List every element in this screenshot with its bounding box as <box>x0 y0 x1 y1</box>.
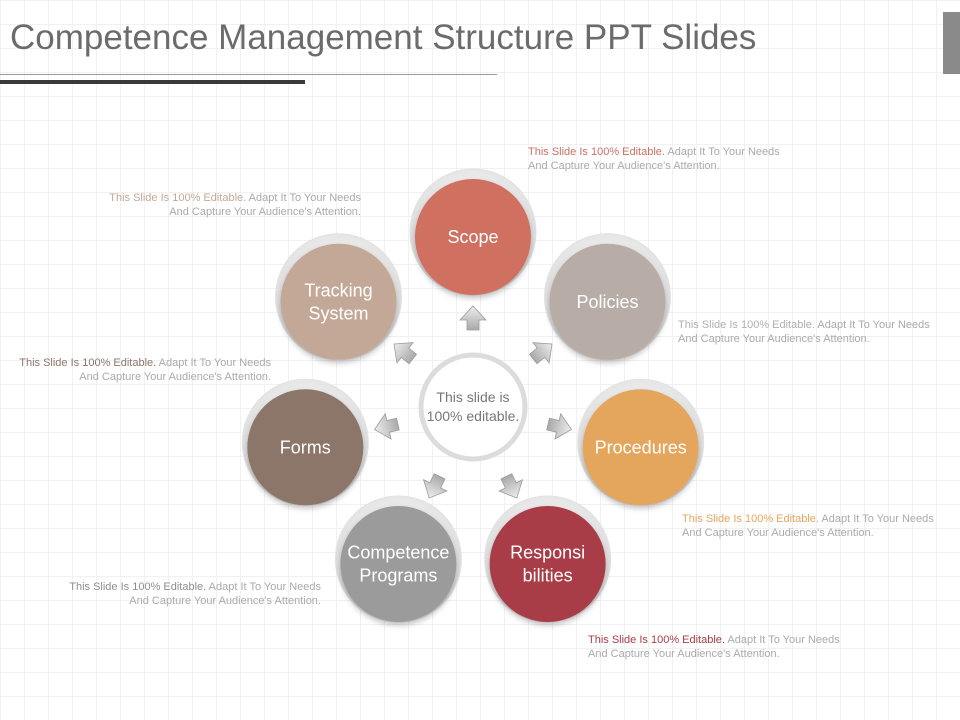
annotation-scope: This Slide Is 100% Editable. Adapt It To… <box>528 145 788 173</box>
node-circle-scope <box>415 179 531 295</box>
node-procedures: Procedures <box>577 378 705 506</box>
node-forms: Forms <box>241 378 369 506</box>
annotation-procedures: This Slide Is 100% Editable. Adapt It To… <box>682 512 944 540</box>
node-circle-procedures <box>582 389 699 506</box>
node-circle-tracking-system <box>280 243 397 360</box>
annotation-policies: This Slide Is 100% Editable. Adapt It To… <box>678 318 940 346</box>
title-underline-thick <box>0 80 305 84</box>
annotation-procedures-rest: Adapt It To Your Needs And Capture Your … <box>682 513 934 539</box>
arrow-scope <box>459 305 487 331</box>
corner-accent-bar <box>943 12 960 74</box>
node-responsibilities: Responsi bilities <box>484 495 612 623</box>
node-label-scope: Scope <box>447 227 498 247</box>
node-label-responsibilities: Responsi <box>510 542 585 562</box>
annotation-procedures-lead: This Slide Is 100% Editable. <box>682 513 819 525</box>
node-circle-competence-programs <box>340 505 457 622</box>
annotation-forms-rest: Adapt It To Your Needs And Capture Your … <box>79 357 271 383</box>
annotation-responsibilities-lead: This Slide Is 100% Editable. <box>588 634 725 646</box>
node-label-competence-programs: Competence <box>347 542 449 562</box>
annotation-policies-lead: This Slide Is 100% Editable. <box>678 319 815 331</box>
title-underline-thin <box>0 74 497 75</box>
node-label-tracking-system: System <box>309 303 369 323</box>
center-label-line: 100% editable. <box>427 408 520 424</box>
node-label-tracking-system: Tracking <box>304 280 372 300</box>
annotation-tracking-system: This Slide Is 100% Editable. Adapt It To… <box>96 191 361 219</box>
annotation-scope-lead: This Slide Is 100% Editable. <box>528 146 665 158</box>
arrow-procedures <box>546 412 573 440</box>
center-circle <box>418 352 528 462</box>
annotation-forms: This Slide Is 100% Editable. Adapt It To… <box>6 356 271 384</box>
annotation-forms-lead: This Slide Is 100% Editable. <box>19 357 157 369</box>
annotation-policies-rest: Adapt It To Your Needs And Capture Your … <box>678 319 930 345</box>
arrow-policies <box>528 342 553 365</box>
center-label-line: This slide is <box>436 389 509 405</box>
annotation-tracking-system-lead: This Slide Is 100% Editable. <box>109 192 247 204</box>
annotation-responsibilities: This Slide Is 100% Editable. Adapt It To… <box>588 633 850 661</box>
annotation-scope-rest: Adapt It To Your Needs And Capture Your … <box>528 146 780 172</box>
annotation-competence-programs: This Slide Is 100% Editable. Adapt It To… <box>56 580 321 608</box>
arrow-competence-programs <box>422 473 448 499</box>
node-label-competence-programs: Programs <box>359 565 437 585</box>
annotation-tracking-system-rest: Adapt It To Your Needs And Capture Your … <box>169 192 361 218</box>
annotation-responsibilities-rest: Adapt It To Your Needs And Capture Your … <box>588 634 840 660</box>
arrow-responsibilities <box>498 473 524 499</box>
node-circle-forms <box>247 389 364 506</box>
arrow-forms <box>373 412 400 440</box>
node-label-forms: Forms <box>280 437 331 457</box>
node-scope: Scope <box>409 168 537 296</box>
node-label-procedures: Procedures <box>595 437 687 457</box>
annotation-competence-programs-rest: Adapt It To Your Needs And Capture Your … <box>129 581 321 607</box>
node-label-policies: Policies <box>576 292 638 312</box>
page-title: Competence Management Structure PPT Slid… <box>10 18 757 57</box>
node-circle-responsibilities <box>489 505 606 622</box>
node-label-responsibilities: bilities <box>523 565 573 585</box>
arrow-tracking-system <box>393 342 418 365</box>
node-policies: Policies <box>543 233 671 361</box>
annotation-competence-programs-lead: This Slide Is 100% Editable. <box>69 581 207 593</box>
node-circle-policies <box>549 243 666 360</box>
